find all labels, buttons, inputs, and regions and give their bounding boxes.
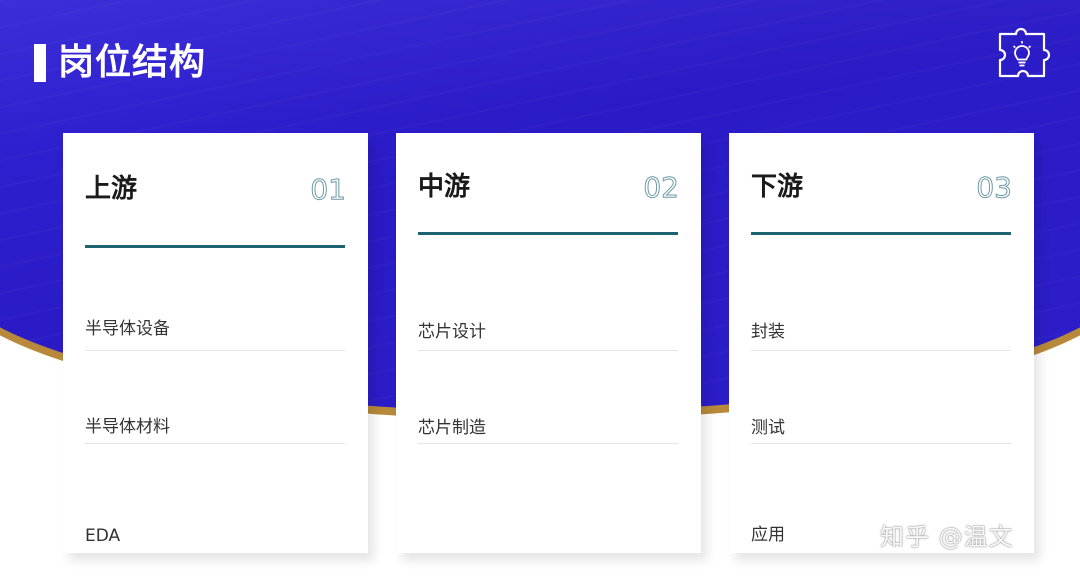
item-separator [85, 443, 345, 444]
card-upstream: 上游 01 半导体设备 半导体材料 EDA [63, 133, 368, 553]
item-separator [418, 443, 678, 444]
svg-text:02: 02 [643, 171, 679, 204]
card-title: 上游 [85, 174, 138, 204]
card-downstream: 下游 03 封装 测试 应用 [729, 133, 1034, 553]
item-separator [418, 350, 678, 351]
svg-text:03: 03 [976, 171, 1012, 204]
list-item: EDA [85, 526, 121, 546]
item-separator [85, 350, 345, 351]
card-title: 下游 [751, 172, 804, 202]
puzzle-lightbulb-icon [996, 24, 1052, 82]
list-item: 半导体设备 [85, 319, 170, 339]
card-divider [751, 232, 1011, 235]
card-number: 03 [972, 169, 1012, 205]
watermark: 知乎 @温文 [880, 523, 1014, 551]
card-title: 中游 [418, 172, 471, 202]
page-title: 岗位结构 [58, 42, 207, 83]
card-divider [418, 232, 678, 235]
item-separator [751, 350, 1011, 351]
card-number: 02 [639, 169, 679, 205]
list-item: 芯片制造 [418, 418, 486, 438]
svg-text:01: 01 [310, 173, 346, 206]
item-separator [751, 443, 1011, 444]
card-divider [85, 245, 345, 248]
list-item: 测试 [751, 418, 785, 438]
list-item: 应用 [751, 525, 785, 545]
list-item: 芯片设计 [418, 322, 486, 342]
title-accent-bar [34, 44, 46, 82]
card-number: 01 [306, 171, 346, 207]
list-item: 半导体材料 [85, 417, 170, 437]
list-item: 封装 [751, 322, 785, 342]
card-midstream: 中游 02 芯片设计 芯片制造 [396, 133, 701, 553]
